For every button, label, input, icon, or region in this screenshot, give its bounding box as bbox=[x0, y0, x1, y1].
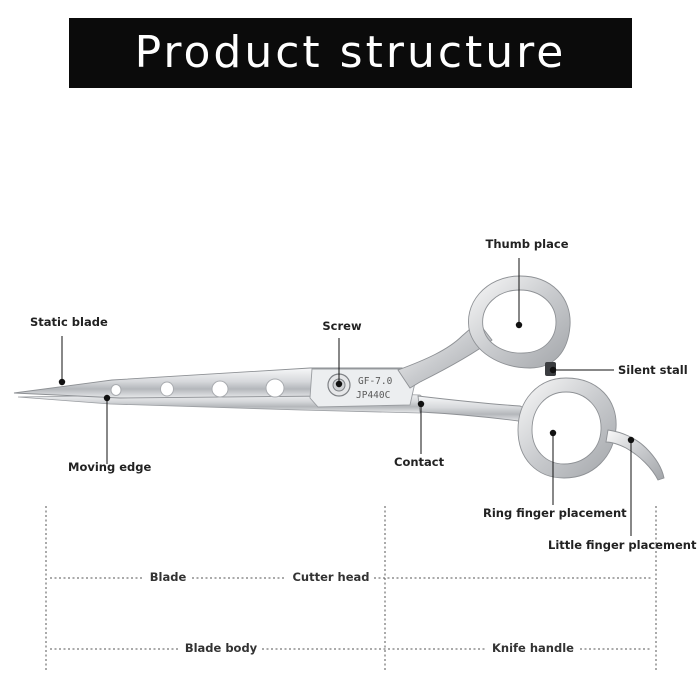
title-banner: Product structure bbox=[69, 18, 632, 88]
thumb-ring bbox=[468, 275, 571, 369]
callout-dots bbox=[58, 321, 635, 444]
callouts bbox=[61, 258, 632, 536]
label-thumb-place: Thumb place bbox=[486, 237, 569, 251]
label-ring-finger: Ring finger placement bbox=[483, 506, 627, 520]
little-finger-tang bbox=[605, 429, 665, 481]
dimension-guides bbox=[45, 506, 657, 670]
label-screw: Screw bbox=[322, 319, 362, 333]
thumb-handle-shank bbox=[397, 321, 493, 389]
engraving-model: GF-7.0 bbox=[358, 376, 393, 387]
ring-handle-shank bbox=[417, 395, 533, 423]
label-little-finger: Little finger placement bbox=[548, 538, 697, 552]
ring-finger-ring bbox=[517, 377, 617, 479]
label-moving-edge: Moving edge bbox=[68, 460, 151, 474]
dimension-cutter-head: Cutter head bbox=[292, 570, 369, 584]
label-static-blade: Static blade bbox=[30, 315, 108, 329]
blade-holes bbox=[110, 378, 285, 398]
page-title: Product structure bbox=[134, 27, 567, 78]
dimension-knife-handle: Knife handle bbox=[492, 641, 574, 655]
scissors-illustration: GF-7.0 JP440C bbox=[13, 275, 665, 481]
cutter-head-plate bbox=[309, 368, 417, 408]
dimension-blade-body: Blade body bbox=[185, 641, 258, 655]
engraving-steel: JP440C bbox=[356, 390, 390, 401]
dimension-blade: Blade bbox=[150, 570, 187, 584]
label-silent-stall: Silent stall bbox=[618, 363, 688, 377]
label-contact: Contact bbox=[394, 455, 445, 469]
